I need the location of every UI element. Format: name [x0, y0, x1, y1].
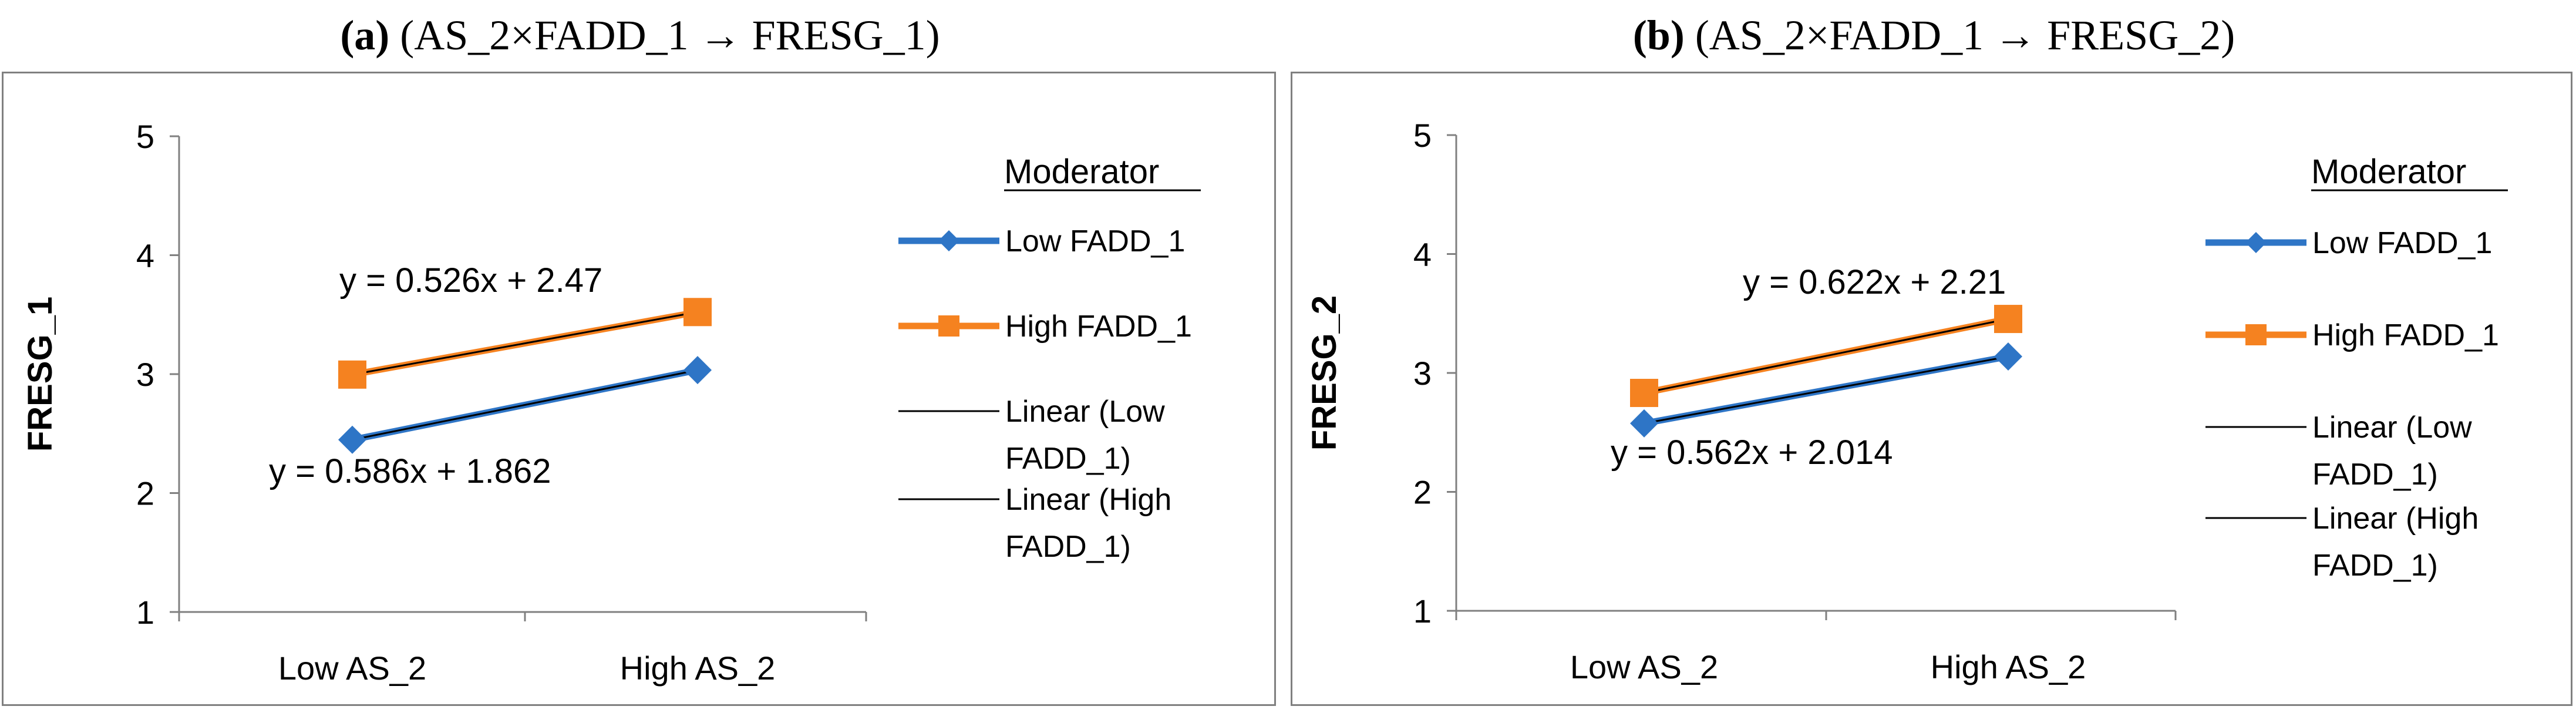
legend-marker-diamond [938, 230, 959, 251]
y-tick-label: 5 [1413, 117, 1432, 154]
x-tick-label: High AS_2 [1931, 648, 2086, 685]
legend-label: Low FADD_1 [2312, 226, 2492, 260]
legend-label: Low FADD_1 [1005, 224, 1185, 258]
x-tick-label: Low AS_2 [278, 650, 426, 687]
y-tick-label: 4 [1413, 236, 1432, 273]
x-tick-label: Low AS_2 [1570, 648, 1718, 685]
legend-label: FADD_1) [1005, 530, 1131, 564]
trendline-equation-high: y = 0.526x + 2.47 [339, 261, 602, 300]
chart-b-frame [1291, 72, 2572, 706]
legend-marker-diamond [2245, 232, 2267, 253]
y-tick-label: 2 [1413, 474, 1432, 511]
data-point-low [1994, 342, 2022, 371]
trendline-equation-high: y = 0.622x + 2.21 [1743, 263, 2006, 301]
data-point-high [1630, 379, 1658, 408]
y-axis-label: FRESG_1 [21, 297, 59, 452]
legend-label: FADD_1) [2312, 458, 2438, 492]
y-tick-label: 4 [136, 237, 154, 274]
data-point-high [338, 360, 366, 389]
legend-label: Linear (Low [1005, 395, 1165, 429]
panel-b-label: (b) [1632, 12, 1685, 59]
trendline-high [352, 311, 698, 376]
panel-b-title: (b) (AS_2×FADD_1 → FRESG_2) [1292, 0, 2576, 70]
data-point-high [1994, 305, 2022, 334]
data-point-high [683, 298, 712, 327]
legend-label: Linear (High [1005, 483, 1171, 517]
y-tick-label: 2 [136, 475, 154, 512]
y-axis-label: FRESG_2 [1305, 295, 1343, 450]
x-tick-label: High AS_2 [620, 650, 776, 687]
y-tick-label: 1 [1413, 593, 1432, 630]
y-tick-label: 3 [1413, 355, 1432, 392]
legend-label: FADD_1) [2312, 549, 2438, 583]
legend-marker-square [2245, 324, 2267, 345]
chart-a-frame [2, 72, 1276, 706]
panel-a-title-text: (AS_2×FADD_1 → FRESG_1) [400, 12, 940, 59]
y-tick-label: 3 [136, 356, 154, 393]
legend-label: Linear (High [2312, 502, 2479, 536]
legend-label: High FADD_1 [2312, 318, 2499, 352]
data-point-low [683, 356, 712, 385]
data-point-low [338, 425, 366, 454]
legend-marker-square [938, 315, 959, 337]
y-tick-label: 1 [136, 594, 154, 631]
panel-a-title: (a) (AS_2×FADD_1 → FRESG_1) [0, 0, 1280, 70]
legend-label: High FADD_1 [1005, 310, 1192, 344]
trendline-low [352, 369, 698, 441]
legend-title: Moderator [2311, 153, 2466, 191]
panel-b-title-text: (AS_2×FADD_1 → FRESG_2) [1695, 12, 2235, 59]
trendline-equation-low: y = 0.562x + 2.014 [1611, 433, 1893, 472]
legend-title: Moderator [1004, 153, 1159, 191]
y-tick-label: 5 [136, 118, 154, 155]
trendline-high [1644, 318, 2009, 394]
trendline-equation-low: y = 0.586x + 1.862 [269, 452, 551, 490]
panel-a-label: (a) [340, 12, 390, 59]
legend-label: FADD_1) [1005, 442, 1131, 476]
data-point-low [1630, 409, 1658, 438]
trendline-low [1644, 355, 2009, 425]
legend-label: Linear (Low [2312, 411, 2472, 445]
